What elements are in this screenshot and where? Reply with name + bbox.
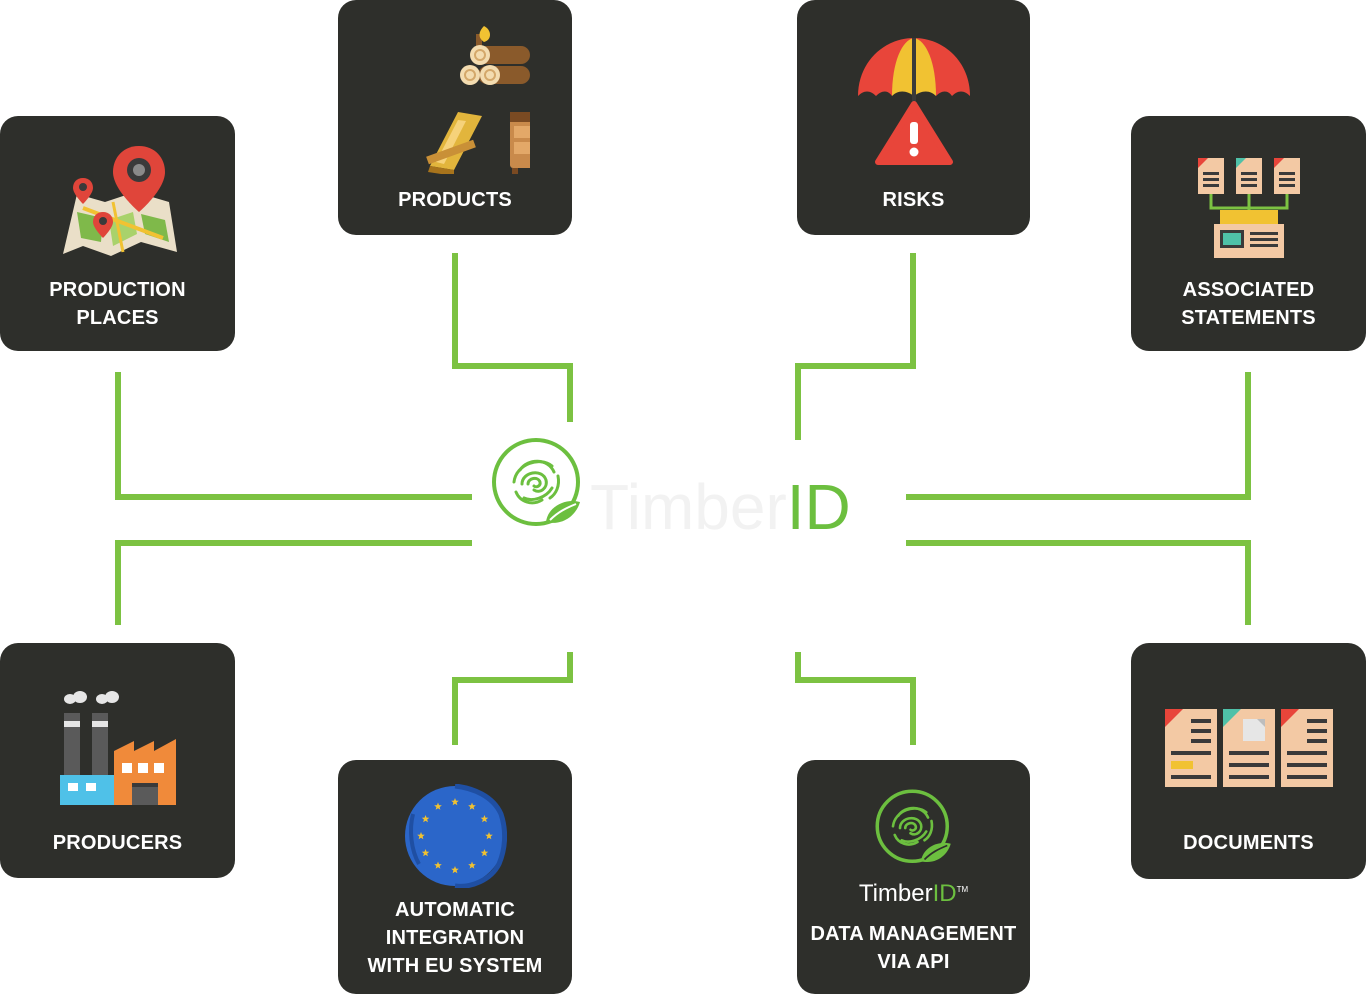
eu-star (485, 832, 493, 840)
linked-documents-icon (1197, 158, 1300, 258)
connector-eu-integration (452, 652, 573, 745)
eu-star (421, 815, 430, 823)
card-producers[interactable]: PRODUCERS (0, 643, 235, 878)
documents-icon (1164, 709, 1333, 787)
card-producers-label: PRODUCERS (52, 832, 183, 854)
factory-icon (59, 691, 176, 805)
eu-star (468, 802, 476, 810)
hub-title-part1: Timber (590, 471, 787, 543)
eu-flag-icon (405, 784, 507, 888)
wood-products-icon (426, 26, 530, 174)
map-pin-icon (62, 146, 177, 256)
eu-star (421, 849, 430, 857)
card-production-places[interactable]: PRODUCTION PLACES (0, 116, 235, 351)
fingerprint-leaf-icon (492, 438, 580, 526)
connector-producers (115, 540, 472, 625)
card-products-label: PRODUCTS (398, 189, 512, 211)
connector-documents (906, 540, 1251, 625)
eu-star (434, 802, 442, 810)
eu-star (434, 861, 442, 869)
connector-data-management (795, 652, 916, 745)
connector-risks (795, 253, 916, 440)
timberid-logo-icon (875, 789, 951, 863)
card-data-management-label: DATA MANAGEMENT VIA API (810, 923, 1017, 973)
hub-title: TimberID (590, 470, 851, 544)
connector-associated-statements (906, 372, 1251, 500)
eu-star (451, 866, 459, 874)
eu-star (480, 849, 489, 857)
card-associated-statements[interactable]: ASSOCIATED STATEMENTS (1131, 116, 1366, 351)
umbrella-warning-icon (857, 38, 970, 165)
brand-part1: Timber (858, 880, 933, 907)
brand-tm: TM (956, 885, 969, 894)
card-risks-label: RISKS (882, 189, 945, 211)
card-associated-statements-label: ASSOCIATED STATEMENTS (1181, 279, 1316, 329)
card-documents[interactable]: DOCUMENTS (1131, 643, 1366, 879)
connector-production-places (115, 372, 472, 500)
eu-star (417, 832, 425, 840)
card-eu-integration[interactable]: AUTOMATIC INTEGRATION WITH EU SYSTEM (338, 760, 572, 994)
connector-products (452, 253, 573, 422)
card-data-management-brand: TimberIDTM (797, 880, 1030, 908)
card-eu-integration-label: AUTOMATIC INTEGRATION WITH EU SYSTEM (367, 899, 543, 977)
card-risks[interactable]: RISKS (797, 0, 1030, 235)
brand-part2: ID (932, 880, 957, 907)
eu-star (480, 815, 489, 823)
hub-title-part2: ID (786, 471, 851, 543)
eu-star (468, 861, 476, 869)
card-products[interactable]: PRODUCTS (338, 0, 572, 235)
card-data-management[interactable]: TimberIDTM DATA MANAGEMENT VIA API (797, 760, 1030, 994)
card-documents-label: DOCUMENTS (1183, 832, 1314, 854)
card-production-places-label: PRODUCTION PLACES (49, 279, 186, 329)
eu-star (451, 798, 459, 806)
